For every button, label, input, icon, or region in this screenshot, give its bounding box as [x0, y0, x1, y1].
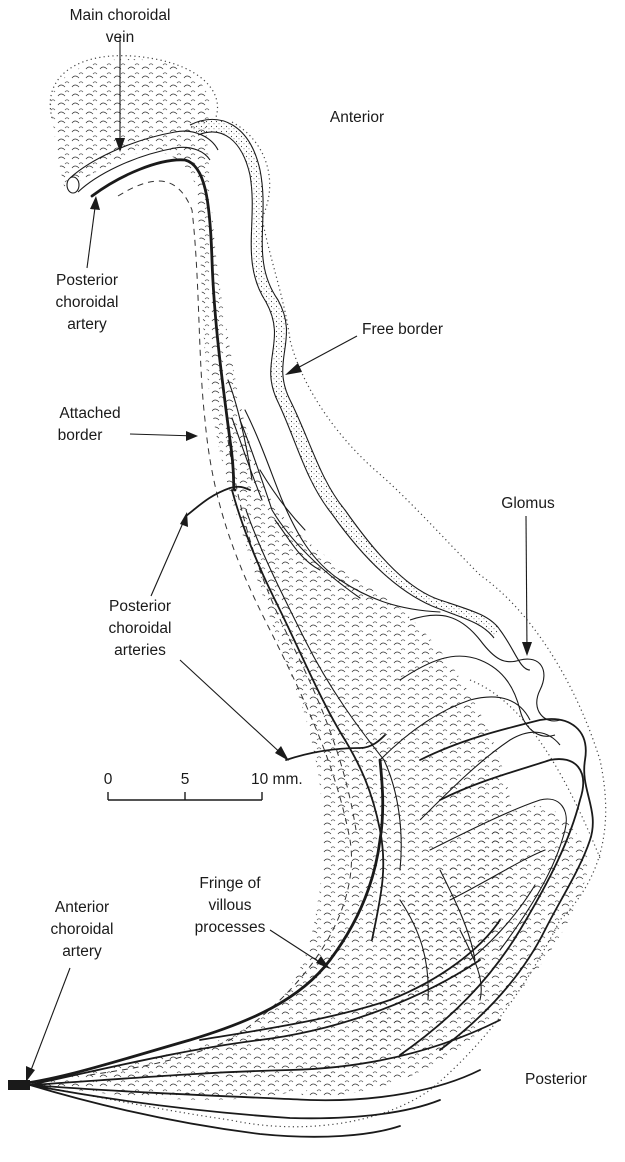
scale-bar-label-0: 0: [104, 771, 113, 788]
scale-bar: 0 5 10 mm.: [104, 771, 303, 800]
attached-border-arrowhead: [186, 431, 198, 441]
scale-bar-label-10: 10 mm.: [251, 771, 303, 788]
label-posterior-choroidal-artery-line3: artery: [67, 316, 107, 333]
label-free-border: Free border: [362, 321, 443, 338]
label-fringe-villous-line3: processes: [195, 919, 266, 936]
anterior-choroidal-artery-arrowhead: [26, 1066, 35, 1082]
glomus-pointer: [526, 516, 527, 652]
posterior-choroidal-arteries-arrowhead-upper: [180, 512, 188, 527]
posterior-choroidal-artery-pointer: [87, 200, 96, 268]
label-anterior: Anterior: [330, 109, 384, 126]
label-main-choroidal-vein-line2: vein: [106, 29, 134, 46]
label-posterior-choroidal-artery-line1: Posterior: [56, 272, 118, 289]
posterior-choroidal-artery-arrowhead: [90, 196, 100, 210]
free-border-stipple: [190, 119, 500, 638]
scale-bar-label-5: 5: [181, 771, 190, 788]
label-fringe-villous-line1: Fringe of: [199, 875, 261, 892]
label-anterior-choroidal-artery-line2: choroidal: [51, 921, 114, 938]
label-fringe-villous-line2: villous: [208, 897, 251, 914]
glomus-arrowhead: [522, 642, 532, 656]
label-posterior: Posterior: [525, 1071, 587, 1088]
label-glomus: Glomus: [501, 495, 555, 512]
label-posterior-choroidal-artery-line2: choroidal: [56, 294, 119, 311]
label-attached-border-line1: Attached: [59, 405, 120, 422]
posterior-choroidal-arteries-pointer-upper: [151, 516, 186, 596]
posterior-choroidal-arteries-pointer-lower: [180, 660, 286, 758]
label-posterior-choroidal-arteries-line3: arteries: [114, 642, 166, 659]
main-choroidal-vein-end: [67, 177, 79, 193]
label-attached-border-line2: border: [58, 427, 103, 444]
anterior-choroidal-artery-pointer: [28, 968, 70, 1078]
free-border-arrowhead: [285, 363, 302, 375]
label-posterior-choroidal-arteries-line1: Posterior: [109, 598, 171, 615]
label-anterior-choroidal-artery-line1: Anterior: [55, 899, 109, 916]
free-border-inner: [198, 132, 494, 638]
posterior-choroidal-arteries-arrowhead-lower: [275, 746, 289, 761]
label-posterior-choroidal-arteries-line2: choroidal: [109, 620, 172, 637]
free-border-pointer: [290, 336, 357, 372]
anterior-choroidal-artery-stump: [8, 1080, 30, 1090]
label-anterior-choroidal-artery-line3: artery: [62, 943, 102, 960]
label-main-choroidal-vein-line1: Main choroidal: [70, 7, 171, 24]
